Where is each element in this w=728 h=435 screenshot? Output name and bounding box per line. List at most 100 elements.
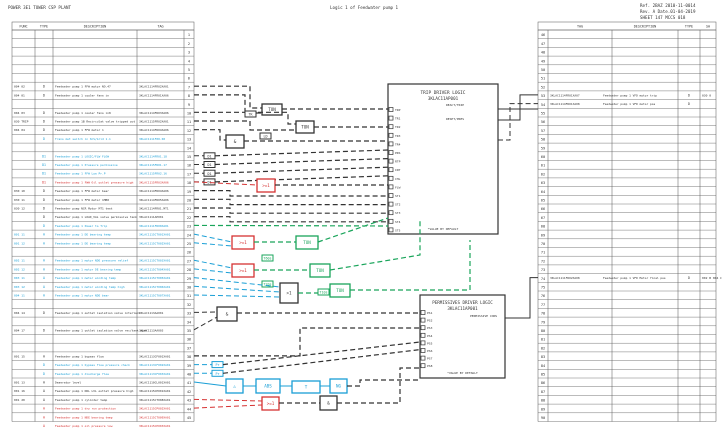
wire-blue-2 <box>193 242 233 247</box>
row-description: Feedwater pump 1 outlet isolation valve … <box>55 328 147 332</box>
perm-pin-box <box>420 310 426 315</box>
row-tag: 3KLAC1114FR01.MT1 <box>139 207 169 211</box>
wire-d1-out <box>214 149 389 157</box>
t-block-label: T <box>305 385 308 390</box>
row-func: 002 11 <box>14 259 25 263</box>
right-row-tag: 3KLAC1114FR01XA07 <box>550 93 580 97</box>
perm-pin-label: PS3 <box>427 326 433 330</box>
perm-pin-box <box>420 325 426 331</box>
row-type: D <box>43 137 45 141</box>
right-row-number: 52 <box>541 85 545 89</box>
row-type: D <box>43 189 45 193</box>
left-row-number: 22 <box>187 216 191 220</box>
right-row-description: Feedwater pump 1 VFD motor trip <box>603 93 657 97</box>
left-col-header-2: DESCRIPTION <box>84 25 106 29</box>
right-row-number: 86 <box>541 381 545 385</box>
left-row-number: 19 <box>187 190 191 194</box>
abs-block-label: ABS <box>264 384 272 389</box>
trip-driver-block <box>387 83 499 235</box>
row-tag: 3KLAC1115CP003XA01 <box>139 424 171 428</box>
row-func: 030 10 <box>14 189 25 193</box>
row-type: A <box>43 285 45 289</box>
row-type: D <box>43 120 45 124</box>
left-row-number: 36 <box>187 338 191 342</box>
and-gate-3-label: & <box>327 401 330 406</box>
tag-d1-3-label: D1 <box>207 181 211 185</box>
wire-blue-7 <box>193 294 281 298</box>
row-description: Feedwater pump 1 bypass flow <box>55 354 104 358</box>
ton-gate-green-3-label: TON <box>336 288 344 293</box>
tag-t10 <box>317 288 330 296</box>
row-type: D1 <box>42 180 46 184</box>
right-row-number: 88 <box>541 399 545 403</box>
row-func: 001 12 <box>14 241 25 245</box>
right-row-number: 67 <box>541 216 545 220</box>
trip-pin-box <box>388 175 394 181</box>
left-row-number: 14 <box>187 146 191 150</box>
perm-block-footer: *VALUE BY DEFAULT <box>447 371 478 375</box>
row-tag: 3KLAC1115CT001XA01 <box>139 233 171 237</box>
ton-gate-1-label: TON <box>268 107 276 112</box>
row-tag: 3KLAC1113CF002XA01 <box>139 363 171 367</box>
row-tag: 3KLAC1115FR02XA01 <box>139 120 169 124</box>
left-row-number: 13 <box>187 138 191 142</box>
delta-block-label: △ <box>233 384 236 389</box>
permissive-driver-block <box>419 294 506 379</box>
row-tag: 3KLAC1114FR03XA06 <box>139 111 169 115</box>
and-gate-1-label: & <box>234 139 237 144</box>
row-description: Feedwater pump 1 DE bearing temp <box>55 233 111 237</box>
right-row-number: 78 <box>541 312 545 316</box>
left-row-number: 8 <box>188 94 190 98</box>
ton-gate-green-1 <box>295 235 319 250</box>
wire-red-2 <box>193 398 263 402</box>
trip-block-out2: RESET/PRES <box>446 117 464 121</box>
row-tag: 3KLAC1115FR01.17 <box>139 163 167 167</box>
or-gate-black-1-label: >1 <box>286 291 292 296</box>
left-row-number: 12 <box>187 129 191 133</box>
trip-pin-label: TR3 <box>395 134 401 138</box>
wire-green-1 <box>193 224 389 227</box>
perm-pin-label: PS5 <box>427 341 433 345</box>
row-tag: 3KLAC1114FR02XA01 <box>139 85 169 89</box>
right-col-header-3: SA <box>706 25 710 29</box>
left-row-number: 9 <box>188 103 190 107</box>
wire-black-row <box>194 207 388 214</box>
row-func: 001 11 <box>14 233 25 237</box>
perm-block-title: PERMISSIVES DRIVER LOGIC <box>432 300 493 305</box>
left-row-number: 39 <box>187 364 191 368</box>
right-row-tag: 3KLAC1111FR02XA08 <box>550 276 580 280</box>
trip-pin-box <box>388 218 394 224</box>
tag-tk-1-label: TK <box>248 113 253 117</box>
right-col-header-2: TYPE <box>685 25 693 29</box>
right-col-header-1: DESCRIPTION <box>634 25 656 29</box>
right-row-sa: 002 B 004 C <box>702 276 722 280</box>
left-row-number: 41 <box>187 381 191 385</box>
left-row-number: 5 <box>188 68 190 72</box>
row-description: Feedwater pump 1 discharge flow <box>55 372 109 376</box>
left-row-number: 45 <box>187 416 191 420</box>
row-func: 004 01 <box>14 93 25 97</box>
row-tag: 3KLAC1114FR01.18 <box>139 154 167 158</box>
row-func: 004 14 <box>14 311 25 315</box>
right-row-type: D <box>688 93 690 97</box>
row-description: Feedwater pump 1 DE bearing temp <box>55 241 111 245</box>
row-tag: 3KLAC1114FR05XA06 <box>139 198 169 202</box>
row-func: 004 02 <box>14 85 25 89</box>
row-type: A <box>43 294 45 298</box>
wire-perm-3 <box>194 327 420 357</box>
ton-gate-green-2 <box>309 263 331 278</box>
trip-pin-box <box>388 167 394 173</box>
row-description: Feedwater pump 1 outlet isolation valve … <box>55 311 141 315</box>
wire-out-perm <box>505 277 538 319</box>
perm-pin-label: PS6 <box>427 349 433 353</box>
left-row-number: 24 <box>187 233 191 237</box>
perm-pin-box <box>420 348 426 353</box>
perm-pin-box <box>420 355 426 361</box>
perm-pin-box <box>420 317 426 323</box>
row-type: A <box>43 233 45 237</box>
left-row-number: 26 <box>187 251 191 255</box>
right-row-number: 85 <box>541 373 545 377</box>
right-row-number: 69 <box>541 233 545 237</box>
row-tag: 3KLAC1115CT004XA01 <box>139 267 171 271</box>
